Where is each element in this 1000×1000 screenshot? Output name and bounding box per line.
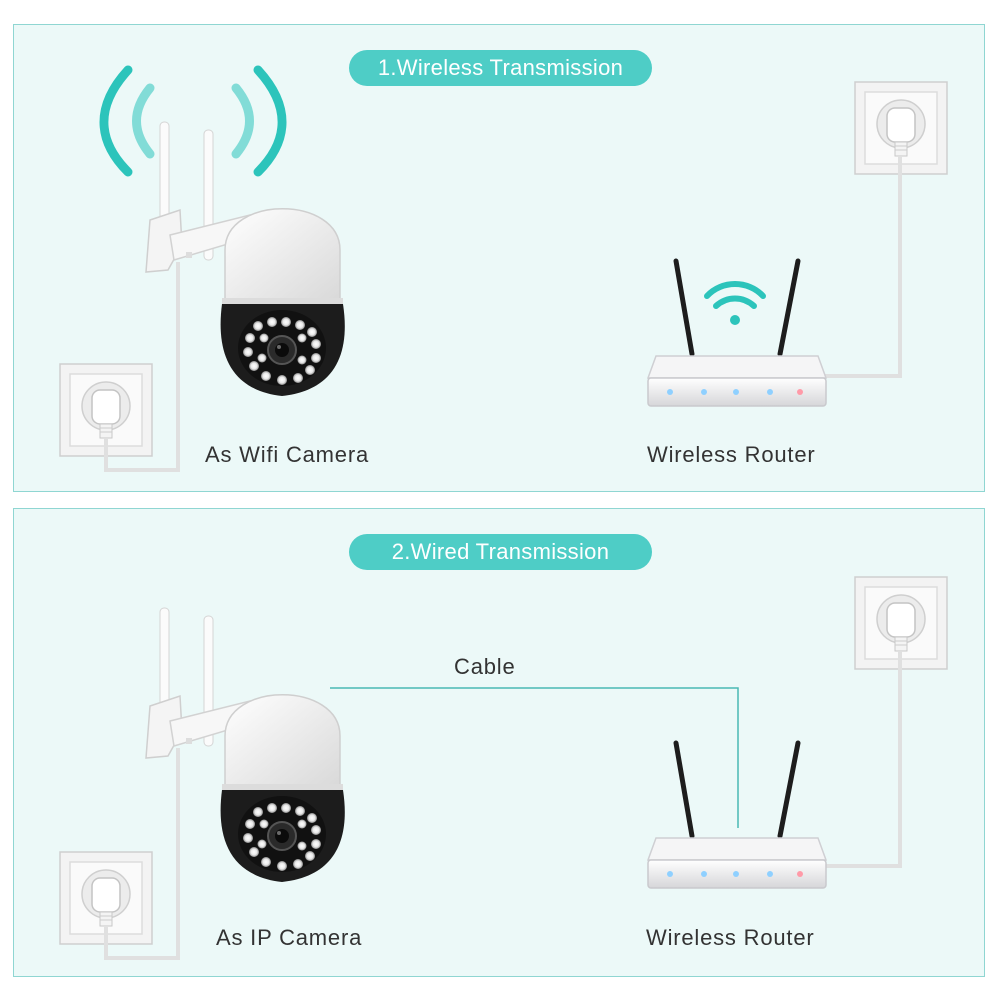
router-wifi-icon xyxy=(704,281,766,325)
power-cable-router-top xyxy=(820,156,902,378)
camera-caption-ip: As IP Camera xyxy=(216,925,363,950)
camera-icon-top xyxy=(145,121,346,397)
power-cable-router-bottom xyxy=(820,651,902,868)
network-cable-line xyxy=(330,687,739,828)
power-cable-camera-bottom xyxy=(104,748,180,960)
cable-label: Cable xyxy=(454,654,516,679)
router-caption-bottom: Wireless Router xyxy=(646,925,815,950)
camera-caption-wifi: As Wifi Camera xyxy=(205,442,369,467)
power-cable-camera-top xyxy=(104,262,180,472)
camera-icon-bottom xyxy=(145,607,346,883)
section-title-wired: 2.Wired Transmission xyxy=(349,534,652,570)
router-caption-top: Wireless Router xyxy=(647,442,816,467)
section-title-wireless: 1.Wireless Transmission xyxy=(349,50,652,86)
wifi-signal-icon xyxy=(99,65,287,177)
router-icon-bottom xyxy=(648,743,826,888)
